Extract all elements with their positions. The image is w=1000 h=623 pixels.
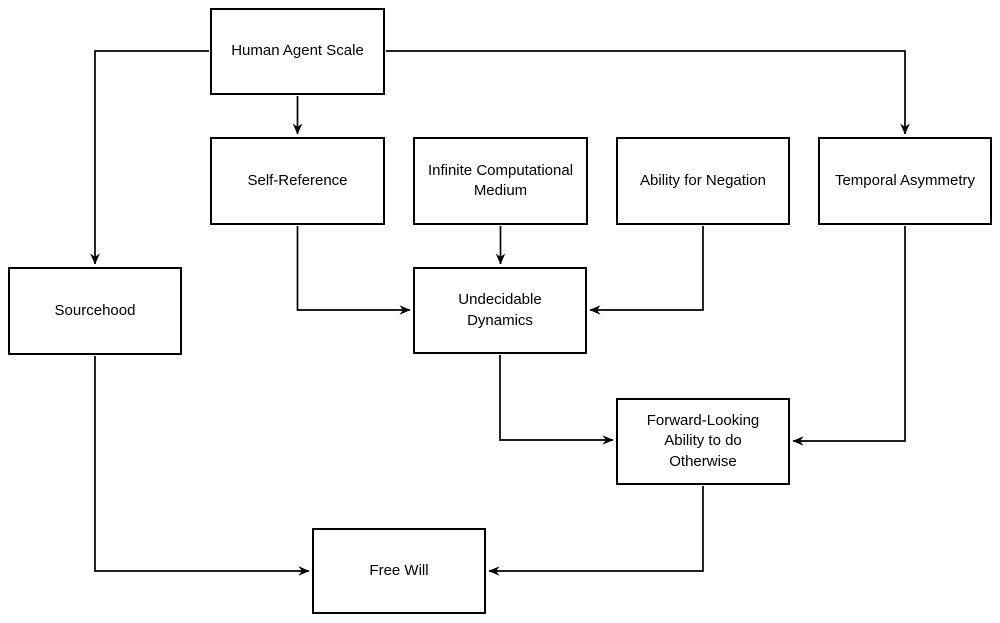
node-human-agent-scale-label: Human Agent Scale (231, 42, 364, 60)
edge-forwardlooking-freewill (488, 486, 704, 576)
edge-humanagentscale-sourcehood (90, 50, 209, 265)
node-free-will-label: Free Will (369, 561, 429, 579)
edge-selfreference-undecidabledynamics (296, 226, 411, 315)
node-forward-looking-ability[interactable]: Forward-Looking Ability to do Otherwise (616, 398, 790, 485)
node-human-agent-scale[interactable]: Human Agent Scale (210, 8, 385, 95)
node-forward-looking-ability-label: Forward-Looking Ability to do Otherwise (646, 412, 760, 470)
edge-abilityfornegation-undecidabledynamics (589, 226, 704, 315)
node-sourcehood-label: Sourcehood (54, 301, 136, 319)
edge-undecidabledynamics-forwardlooking (499, 355, 614, 445)
node-sourcehood[interactable]: Sourcehood (8, 267, 182, 355)
node-undecidable-dynamics[interactable]: Undecidable Dynamics (413, 267, 587, 354)
node-infinite-computational-medium-label: Infinite Computational Medium (427, 161, 574, 199)
edge-temporalasymmetry-forwardlooking (792, 226, 906, 446)
node-self-reference[interactable]: Self-Reference (210, 137, 385, 225)
node-undecidable-dynamics-label: Undecidable Dynamics (458, 291, 542, 329)
edge-sourcehood-freewill (94, 356, 310, 576)
node-ability-for-negation-label: Ability for Negation (640, 171, 766, 189)
node-temporal-asymmetry-label: Temporal Asymmetry (834, 171, 976, 189)
node-free-will[interactable]: Free Will (312, 528, 486, 614)
node-temporal-asymmetry[interactable]: Temporal Asymmetry (818, 137, 992, 225)
node-ability-for-negation[interactable]: Ability for Negation (616, 137, 790, 225)
node-self-reference-label: Self-Reference (247, 171, 348, 189)
node-infinite-computational-medium[interactable]: Infinite Computational Medium (413, 137, 588, 225)
edge-humanagentscale-temporalasymmetry (386, 50, 910, 135)
